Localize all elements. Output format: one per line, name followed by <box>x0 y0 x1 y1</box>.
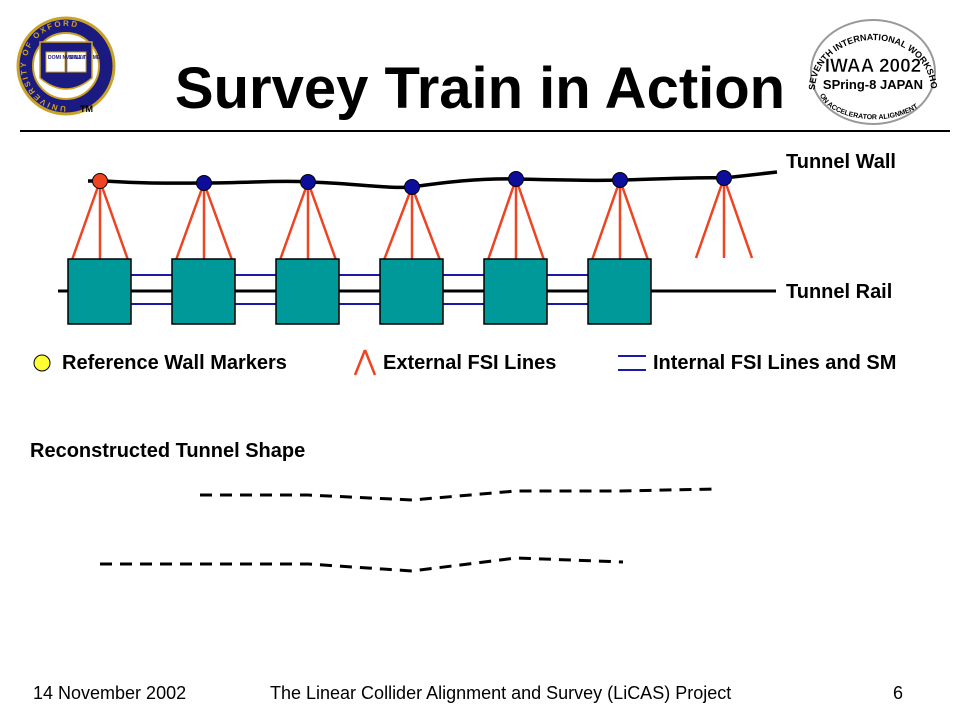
legend-markers-label: Reference Wall Markers <box>62 352 287 374</box>
wall-marker-2 <box>196 175 212 191</box>
book-right-text: MINA TIO MEA <box>69 55 104 61</box>
train-car-2 <box>171 258 236 325</box>
external-fsi-lines <box>70 177 754 261</box>
reconstructed-shape-upper <box>200 487 717 502</box>
footer-project: The Linear Collider Alignment and Survey… <box>270 683 732 703</box>
train-car-4 <box>379 258 444 325</box>
tunnel-wall-line <box>88 170 778 190</box>
wall-marker-3 <box>300 174 316 190</box>
book-left-text: DOMI NVS ILLV <box>48 55 85 61</box>
reconstructed-shape-lower <box>100 556 624 573</box>
title-divider <box>20 130 950 132</box>
train-car-1 <box>67 258 132 325</box>
tunnel-wall-label: Tunnel Wall <box>786 151 896 173</box>
legend-internal-label: Internal FSI Lines and SM <box>653 352 897 374</box>
wall-marker-4 <box>404 179 420 195</box>
wall-marker-1 <box>92 173 108 189</box>
wall-marker-6 <box>612 172 628 188</box>
iwaa-line2: SPring-8 JAPAN <box>823 77 923 92</box>
train-car-6 <box>587 258 652 325</box>
internal-fsi-lines <box>131 274 588 305</box>
iwaa-line1: IWAA 2002 <box>825 56 921 77</box>
iwaa-ring <box>810 19 936 125</box>
wall-marker-5 <box>508 171 524 187</box>
trademark: TM <box>80 104 93 114</box>
reconstructed-label: Reconstructed Tunnel Shape <box>30 440 306 462</box>
footer-date: 14 November 2002 <box>33 683 187 703</box>
legend-internal-icon <box>618 355 646 371</box>
svg-text:DOMI NVS ILLV MINA TIO MEA: DOMI NVS ILLV MINA TIO MEA <box>48 55 104 61</box>
wall-marker-7 <box>716 170 732 186</box>
page-title: Survey Train in Action <box>174 56 786 121</box>
legend-external-label: External FSI Lines <box>383 352 557 374</box>
tunnel-rail-label: Tunnel Rail <box>786 281 893 303</box>
legend-external-icon <box>353 349 377 376</box>
page-number: 6 <box>893 683 904 703</box>
train-car-3 <box>275 258 340 325</box>
train-car-5 <box>483 258 548 325</box>
legend-marker-icon <box>33 354 51 372</box>
